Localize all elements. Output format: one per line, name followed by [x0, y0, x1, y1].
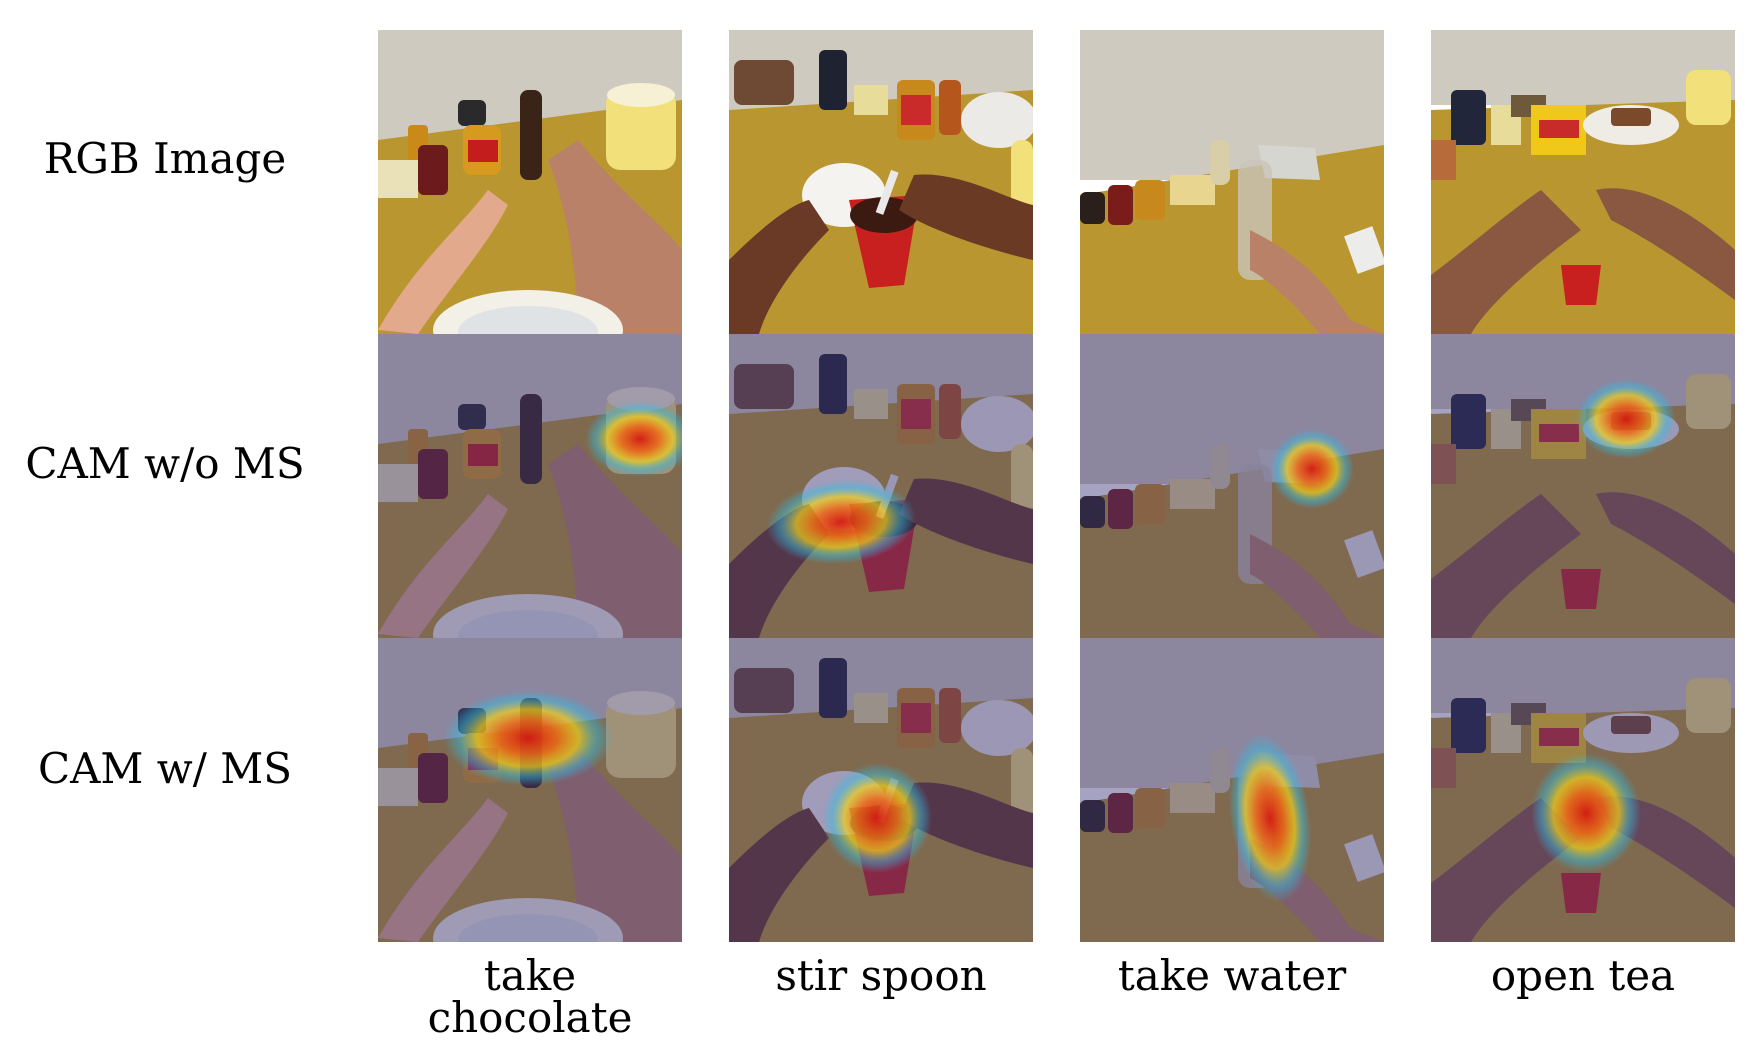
column-label-take-water: take water — [1117, 951, 1347, 1000]
heatmap-blob — [1270, 429, 1354, 509]
image-cell-r3-c3 — [1080, 638, 1384, 942]
column-label-stir-spoon: stir spoon — [775, 951, 987, 1000]
heatmap-blob — [585, 401, 682, 477]
image-cell-r2-c3 — [1080, 334, 1384, 638]
heatmap-blob — [443, 690, 613, 786]
heatmap-blob — [1576, 379, 1676, 459]
heatmap-blob — [1228, 733, 1312, 903]
image-cell-r2-c2 — [729, 334, 1033, 638]
image-cell-r3-c2 — [729, 638, 1033, 942]
image-cell-r1-c4 — [1431, 30, 1735, 334]
column-label-open-tea: open tea — [1490, 951, 1676, 1000]
heatmap-blob — [1531, 753, 1641, 873]
heatmap-blob — [822, 763, 932, 873]
image-cell-r1-c3 — [1080, 30, 1384, 334]
image-cell-r1-c1 — [378, 30, 682, 334]
image-cell-r3-c4 — [1431, 638, 1735, 942]
row-label-cam-without-ms: CAM w/o MS — [25, 439, 305, 488]
heatmap-blob — [766, 479, 916, 565]
column-label-take-chocolate: take chocolate — [427, 951, 633, 1042]
row-label-cam-with-ms: CAM w/ MS — [37, 744, 293, 793]
image-cell-r2-c4 — [1431, 334, 1735, 638]
row-label-rgb-image: RGB Image — [43, 134, 287, 183]
image-cell-r3-c1 — [378, 638, 682, 942]
image-cell-r2-c1 — [378, 334, 682, 638]
image-cell-r1-c2 — [729, 30, 1033, 334]
